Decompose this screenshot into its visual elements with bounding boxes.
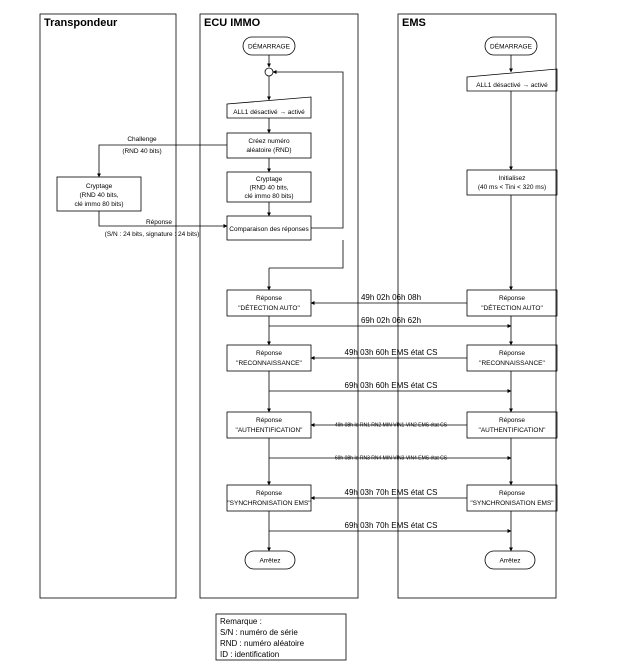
ecu-recon-label-2: "RECONNAISSANCE": [236, 360, 302, 367]
ems-auth-label-2: "AUTHENTIFICATION": [479, 427, 547, 434]
transponder-arrows: [97, 144, 228, 228]
ems-recon-box: [466, 344, 558, 372]
ems-all1-label: ALL1 désactivé → activé: [476, 82, 548, 89]
challenge-label-2: (RND 40 bits): [122, 148, 161, 155]
message-arrows: [269, 301, 512, 533]
message-detect-request: 49h 02h 06h 08h: [361, 293, 421, 302]
ecu-recon-box: [226, 344, 312, 372]
ems-recon-label-2: "RECONNAISSANCE": [479, 360, 545, 367]
ems-start-label: DÉMARRAGE: [490, 42, 533, 51]
ecu-detect-box: [226, 289, 312, 317]
ecu-detect-label-1: Réponse: [256, 295, 282, 302]
ems-detect-label-2: "DÉTECTION AUTO": [481, 303, 543, 312]
lane-title-ems: EMS: [402, 17, 426, 29]
ecu-auth-label-1: Réponse: [256, 417, 282, 424]
ems-auth-label-1: Réponse: [499, 417, 525, 424]
ecu-start-label: DÉMARRAGE: [248, 42, 291, 51]
message-recon-request: 49h 03h 60h EMS état CS: [345, 348, 438, 357]
ecu-stop-label: Arrêtez: [260, 558, 281, 565]
ems-sync-label-1: Réponse: [499, 490, 525, 497]
message-detect-response: 69h 02h 06h 62h: [361, 316, 421, 325]
response-label-2: (S/N : 24 bits, signature : 24 bits): [105, 231, 200, 238]
message-recon-response: 69h 03h 60h EMS état CS: [345, 381, 438, 390]
message-sync-response: 69h 03h 70h EMS état CS: [345, 521, 438, 530]
ecu-create-rnd-box: [226, 132, 312, 159]
ems-detect-box: [466, 289, 558, 317]
transponder-crypt-label-2: (RND 40 bits,: [79, 192, 118, 199]
note-sn: S/N : numéro de série: [220, 628, 298, 637]
note-title: Remarque :: [220, 617, 262, 626]
ecu-all1-label: ALL1 désactivé → activé: [233, 109, 305, 116]
response-label-1: Réponse: [146, 219, 172, 226]
ems-init-box: [466, 169, 558, 196]
ecu-sync-label-1: Réponse: [256, 490, 282, 497]
ecu-auth-label-2: "AUTHENTIFICATION": [236, 427, 304, 434]
note-rnd: RND : numéro aléatoire: [220, 639, 305, 648]
ems-recon-label-1: Réponse: [499, 350, 525, 357]
ecu-create-label-2: aléatoire (RND): [246, 147, 291, 154]
ecu-create-label-1: Créez numéro: [248, 138, 290, 145]
ems-init-label-2: (40 ms < Tini < 320 ms): [478, 184, 546, 191]
ecu-merge-node: [264, 67, 274, 77]
ecu-all1-input: [226, 96, 312, 119]
transponder-crypt-label-1: Cryptage: [86, 183, 113, 190]
note-box: [215, 613, 347, 661]
ems-auth-box: [466, 411, 558, 439]
ems-all1-input: [466, 68, 558, 92]
ems-sync-label-2: "SYNCHRONISATION EMS": [470, 500, 554, 507]
ecu-auth-box: [226, 411, 312, 439]
message-sync-request: 49h 03h 70h EMS état CS: [345, 488, 438, 497]
ems-stop-label: Arrêtez: [500, 558, 521, 565]
ecu-flow-arrows: [267, 55, 344, 552]
lane-ecu: [199, 13, 359, 599]
ems-detect-label-1: Réponse: [499, 295, 525, 302]
lane-title-transponder: Transpondeur: [44, 17, 118, 29]
ecu-compare-label: Comparaison des réponses: [229, 226, 309, 233]
transponder-crypt-label-3: clé immo 80 bits): [74, 201, 123, 208]
ems-sync-box: [466, 484, 558, 512]
ecu-sync-box: [226, 484, 312, 512]
ecu-recon-label-1: Réponse: [256, 350, 282, 357]
lane-transponder: [39, 13, 177, 599]
ecu-sync-label-2: "SYNCHRONISATION EMS": [227, 500, 311, 507]
ecu-crypt-label-3: clé immo 80 bits): [244, 193, 293, 200]
ecu-detect-label-2: "DÉTECTION AUTO": [238, 303, 300, 312]
ems-init-label-1: Initialisez: [499, 175, 526, 182]
challenge-label-1: Challenge: [127, 136, 157, 143]
note-id: ID : identification: [220, 650, 279, 659]
ecu-crypt-label-1: Cryptage: [256, 176, 283, 183]
lane-ems: [397, 13, 557, 599]
message-auth-request: 49h 08h Id RN1 RN2 MIN VIN1 VIN2 EMS éta…: [335, 423, 448, 429]
lane-title-ecu: ECU IMMO: [204, 17, 261, 29]
ecu-crypt-label-2: (RND 40 bits,: [249, 185, 288, 192]
message-auth-response: 69h 08h Id RN3 RN4 MIN VIN3 VIN4 EMS éta…: [335, 456, 448, 462]
